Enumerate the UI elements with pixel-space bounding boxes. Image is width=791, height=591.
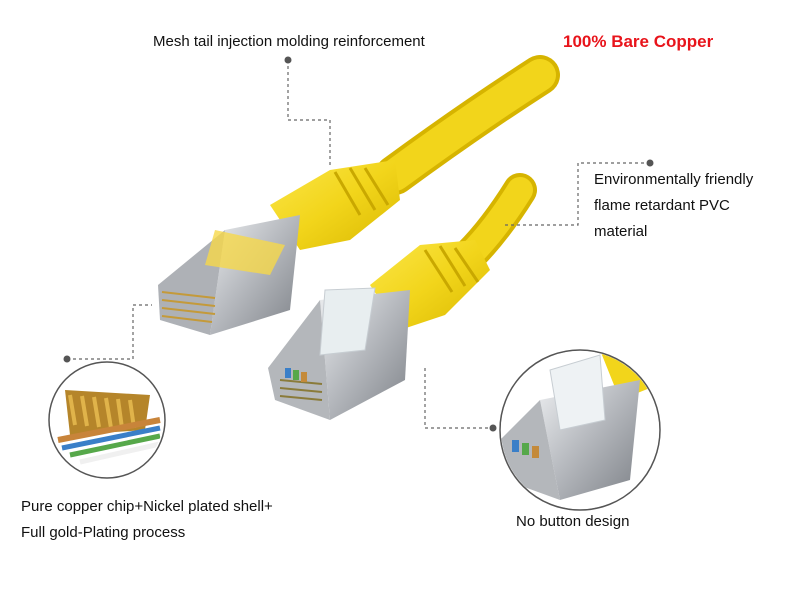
label-copper-chip: Pure copper chip+Nickel plated shell+ Fu…: [21, 494, 273, 546]
label-mesh-tail-text: Mesh tail injection molding reinforcemen…: [153, 33, 425, 50]
label-copper-line-2: Full gold-Plating process: [21, 524, 186, 541]
label-pvc-line-2: flame retardant PVC: [594, 197, 730, 214]
callout-lines: [67, 60, 650, 429]
label-pvc-material: Environmentally friendly flame retardant…: [594, 167, 753, 245]
callout-dots: [63, 56, 654, 432]
label-mesh-tail: Mesh tail injection molding reinforcemen…: [153, 29, 425, 55]
lower-cable: [268, 173, 537, 420]
upper-cable: [158, 55, 560, 335]
label-no-button: No button design: [516, 509, 629, 535]
headline-bare-copper: 100% Bare Copper: [563, 32, 713, 52]
label-pvc-line-1: Environmentally friendly: [594, 171, 754, 188]
headline-text: 100% Bare Copper: [563, 32, 714, 51]
label-pvc-line-3: material: [594, 223, 648, 240]
label-no-button-text: No button design: [516, 513, 630, 530]
label-copper-line-1: Pure copper chip+Nickel plated shell+: [21, 498, 273, 515]
connector-tip-closeup-icon: [499, 349, 661, 511]
copper-contacts-closeup-icon: [48, 361, 166, 479]
